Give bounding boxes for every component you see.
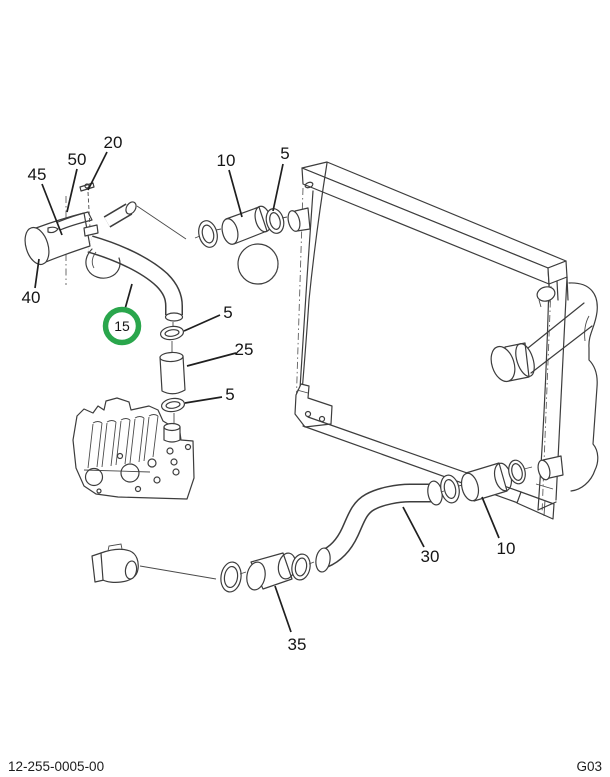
callout-5: 5 xyxy=(183,303,233,332)
callout-40: 40 xyxy=(22,258,41,307)
page-code: G03 xyxy=(576,759,602,774)
o-ring xyxy=(220,561,242,593)
document-number: 12-255-0005-00 xyxy=(8,759,104,774)
tube xyxy=(159,355,186,395)
callout-10: 10 xyxy=(217,151,243,218)
leader-line xyxy=(124,283,133,310)
callout-45: 45 xyxy=(28,165,63,236)
callout-5: 5 xyxy=(184,385,235,404)
callout-number: 40 xyxy=(22,288,41,307)
callout-number: 20 xyxy=(104,133,123,152)
leader-line xyxy=(183,314,221,332)
leader-line xyxy=(274,585,292,633)
callout-10: 10 xyxy=(481,496,516,558)
leader-line xyxy=(481,496,500,539)
clamp-bolt xyxy=(79,182,99,237)
leader-line xyxy=(87,151,108,191)
upper-tube-assembly xyxy=(136,205,311,285)
leader-line xyxy=(41,183,63,236)
clamp-assembly xyxy=(24,182,121,285)
callout-number: 25 xyxy=(235,340,254,359)
callout-15: 15 xyxy=(102,283,142,346)
callout-number: 30 xyxy=(421,547,440,566)
callout-number: 5 xyxy=(223,303,232,322)
callout-number: 50 xyxy=(68,150,87,169)
oring-tube-stack xyxy=(159,322,186,423)
highlight-circle xyxy=(102,306,142,346)
callout-25: 25 xyxy=(186,340,254,367)
engine-block xyxy=(72,397,195,500)
callout-number: 10 xyxy=(217,151,236,170)
callout-20: 20 xyxy=(87,133,123,191)
leader-line xyxy=(272,163,284,212)
callout-35: 35 xyxy=(274,585,307,654)
callout-30: 30 xyxy=(402,506,440,566)
callout-number: 10 xyxy=(497,539,516,558)
upper-hose xyxy=(87,201,184,322)
leader-line xyxy=(402,506,425,548)
callout-number: 5 xyxy=(225,385,234,404)
o-ring xyxy=(198,220,218,248)
clamp-half xyxy=(85,248,121,279)
hose-end xyxy=(315,547,331,573)
o-ring xyxy=(508,459,526,485)
o-ring xyxy=(291,553,311,581)
leader-line xyxy=(184,396,223,404)
leader-line xyxy=(66,168,78,213)
lower-tube-assembly xyxy=(91,543,315,593)
o-ring xyxy=(160,397,186,413)
leader-line xyxy=(186,352,237,367)
lower-hose-assembly xyxy=(315,459,533,573)
callout-number: 35 xyxy=(288,635,307,654)
callout-number: 45 xyxy=(28,165,47,184)
callout-number: 5 xyxy=(280,144,289,163)
callout-number: 15 xyxy=(114,318,130,334)
callout-50: 50 xyxy=(66,150,87,213)
leader-line xyxy=(228,169,243,218)
callout-5: 5 xyxy=(272,144,290,212)
leader-line xyxy=(34,258,40,289)
o-ring xyxy=(159,325,185,341)
radiator xyxy=(294,161,599,520)
